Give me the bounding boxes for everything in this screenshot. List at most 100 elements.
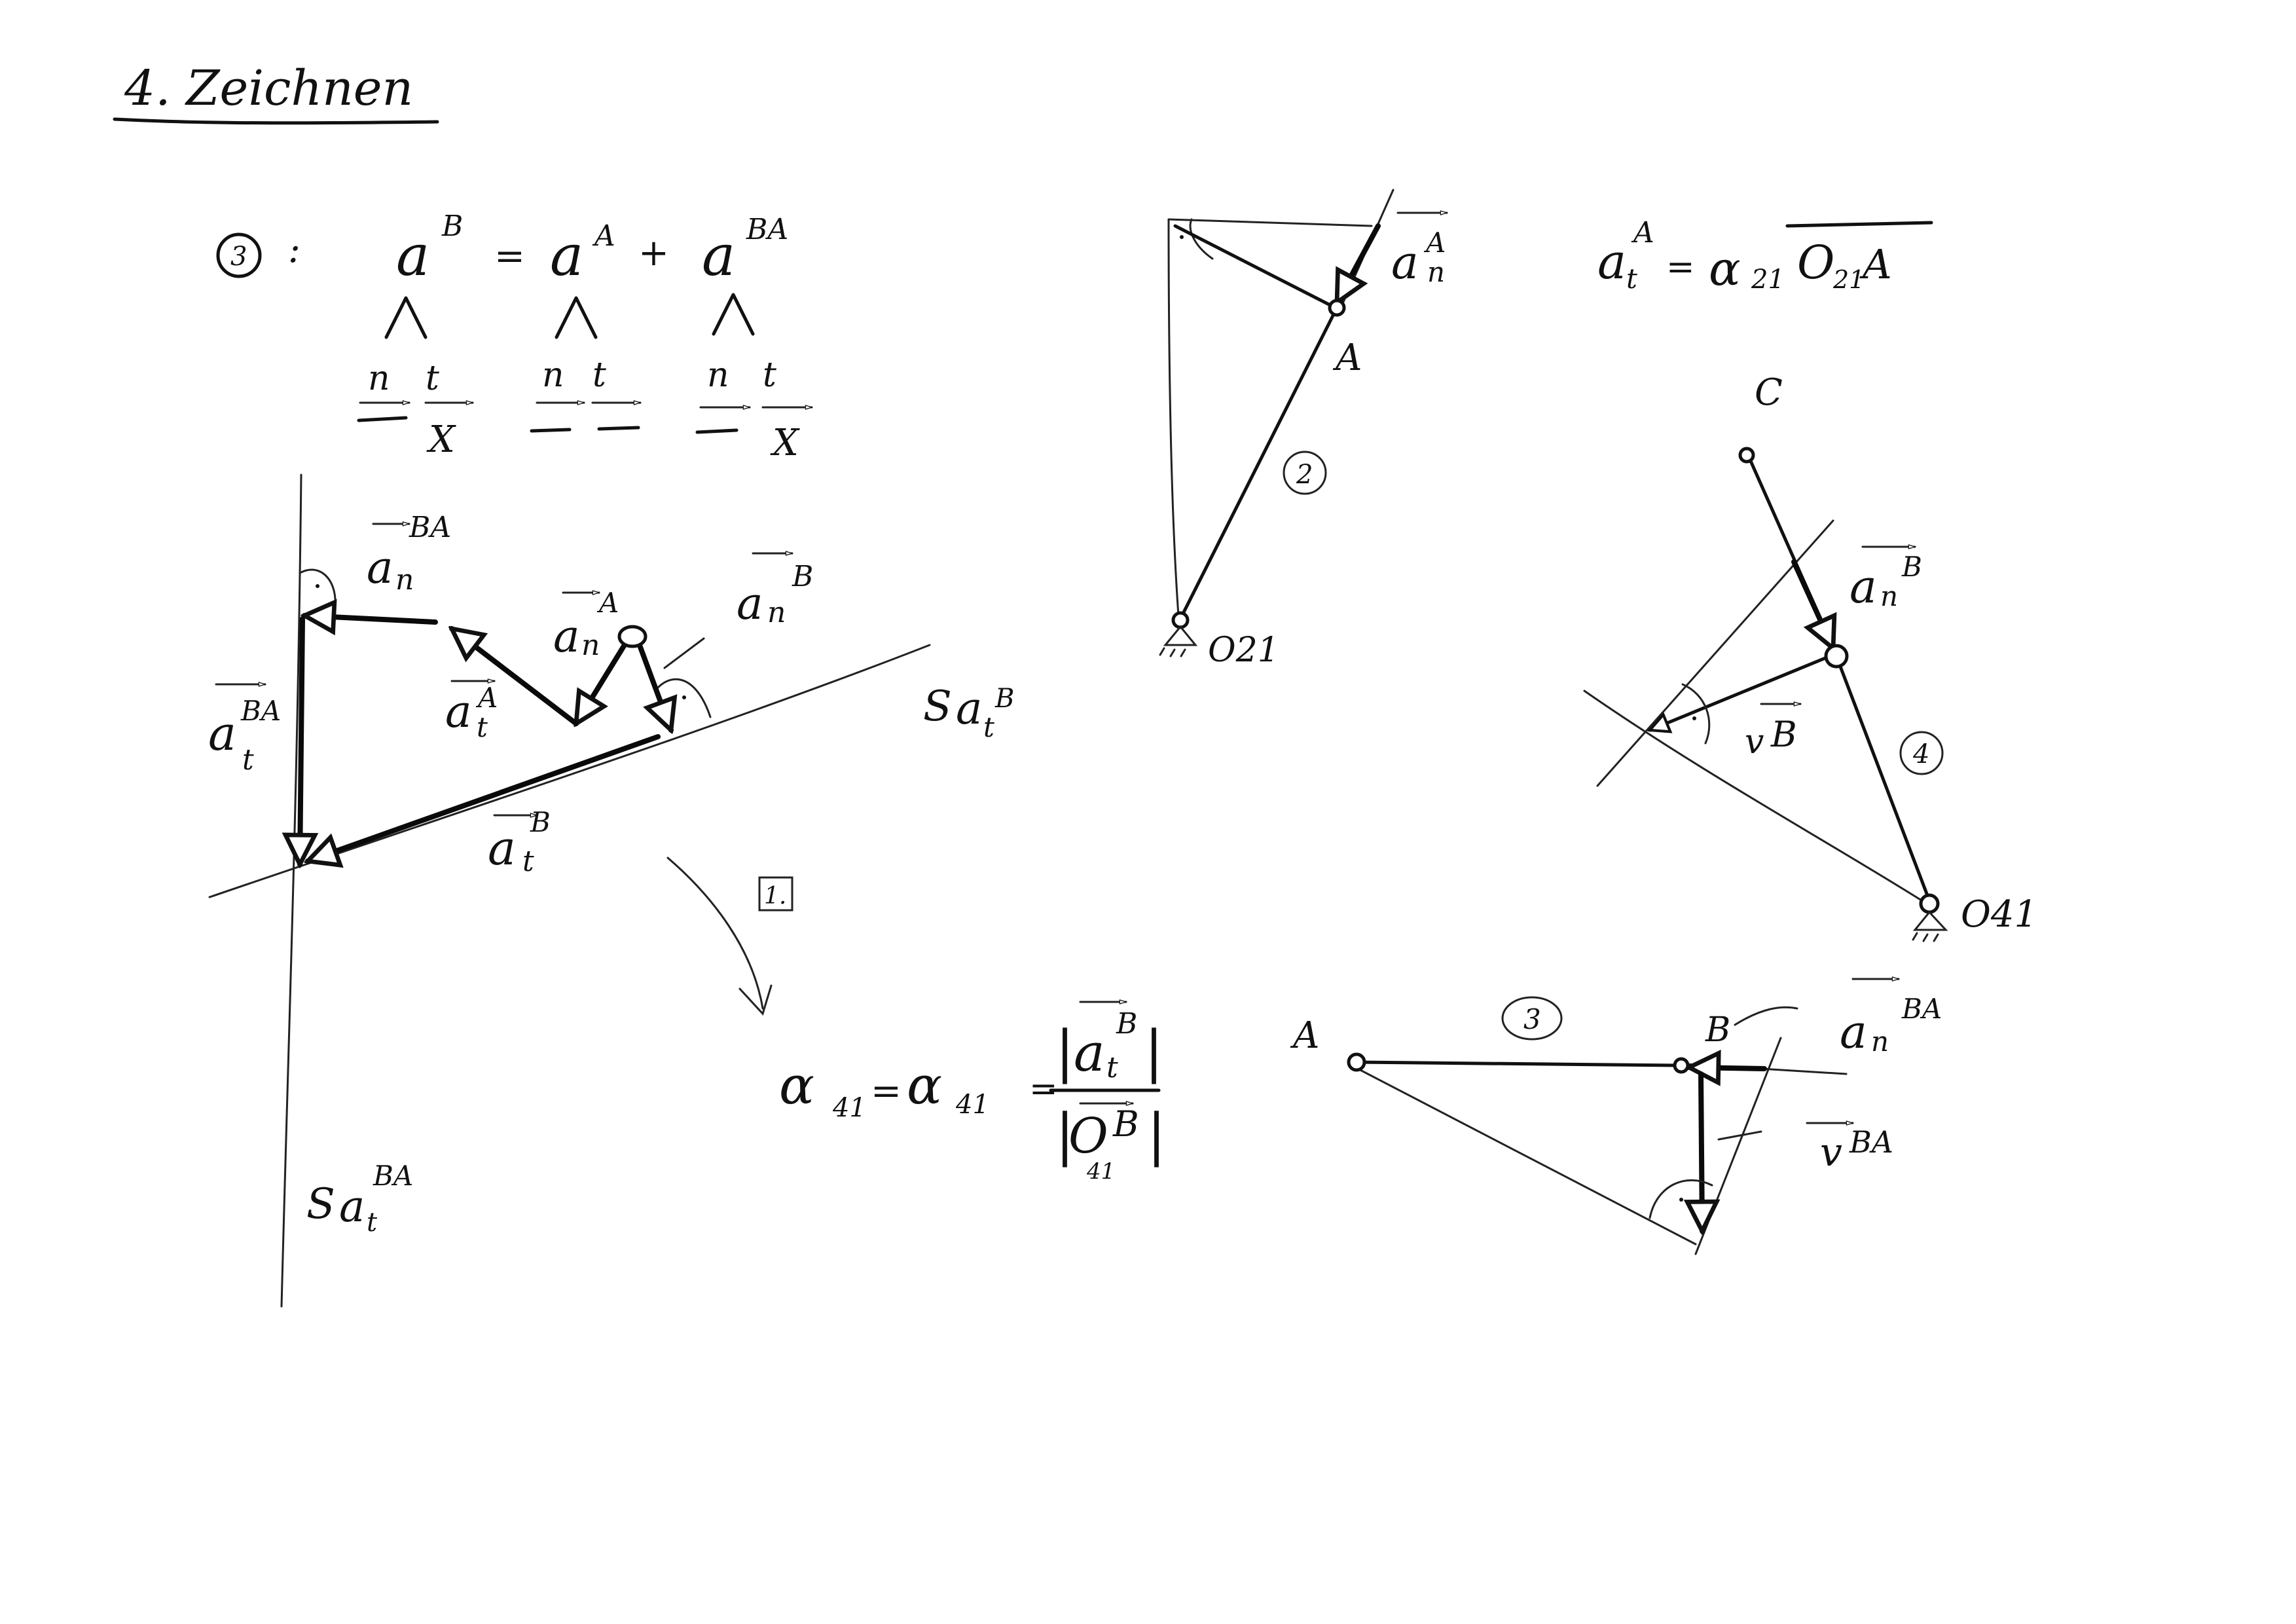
link4-right-angle-dot xyxy=(1692,716,1696,720)
link2-top-construction xyxy=(1167,218,1373,227)
acceleration-polygon: BA a n BA a t A a n A a t B a n xyxy=(208,473,1014,1308)
link4-label-an-B: B a n xyxy=(1850,547,1922,614)
svg-text:21: 21 xyxy=(1751,265,1785,295)
vector-at-B xyxy=(308,734,661,861)
svg-text:t: t xyxy=(1626,263,1637,295)
wedge-1 xyxy=(384,296,428,339)
unknown-x-2: X xyxy=(770,422,800,464)
equation-block: 3 : a B = a A + a BA n t n t n t xyxy=(216,210,813,464)
svg-text:|: | xyxy=(1147,1102,1166,1168)
right-angle-top xyxy=(299,568,337,600)
link4-label-O41: O41 xyxy=(1961,893,2037,936)
svg-text:41: 41 xyxy=(832,1093,866,1123)
step-1-arrowhead xyxy=(738,984,773,1016)
link-4-diagram: C O41 4 B a n v B xyxy=(1583,371,2037,942)
comp-n-1: n xyxy=(368,359,390,398)
label-s-at-B: S a t B xyxy=(923,682,1014,743)
comp-t-3: t xyxy=(763,356,776,395)
label-an-BA: BA a n xyxy=(367,511,451,597)
link2-an-A-arrow xyxy=(1334,223,1381,303)
link3-label-an-BA: BA a n xyxy=(1840,979,1942,1059)
svg-text:BA: BA xyxy=(1901,993,1942,1025)
svg-text:|: | xyxy=(1144,1019,1163,1084)
svg-text:a: a xyxy=(1850,560,1877,614)
nt-vector-marks xyxy=(359,403,813,407)
svg-text:a: a xyxy=(488,821,516,876)
link4-right-angle xyxy=(1681,683,1711,745)
link3-number-circle xyxy=(1501,996,1563,1041)
svg-text:A: A xyxy=(1859,240,1892,288)
svg-text:t: t xyxy=(477,711,488,743)
link-3-diagram: A B 3 BA a n v BA xyxy=(1290,979,1942,1255)
term-aBA-sup: BA xyxy=(746,213,788,246)
svg-text:41: 41 xyxy=(955,1090,989,1120)
link2-number: 2 xyxy=(1296,460,1313,490)
svg-text:t: t xyxy=(983,711,994,743)
right-angle-top-dot xyxy=(316,584,319,588)
segment-overline xyxy=(1785,221,1933,228)
svg-text:n: n xyxy=(1880,580,1898,612)
svg-text:a: a xyxy=(1074,1022,1105,1083)
link2-right-angle xyxy=(1189,218,1214,260)
link4-perpendicular-line xyxy=(1583,690,1923,902)
unknown-x-1: X xyxy=(426,418,456,461)
line-s-at-BA xyxy=(280,473,302,1308)
svg-text:B: B xyxy=(530,806,551,838)
comp-n-3: n xyxy=(707,356,729,395)
link3-number: 3 xyxy=(1523,1003,1541,1035)
link4-v-B-arrow xyxy=(1650,653,1835,730)
svg-text:v: v xyxy=(1820,1130,1842,1175)
equation-colon: : xyxy=(288,229,301,271)
svg-text:A: A xyxy=(1631,216,1654,249)
vector-at-BA xyxy=(300,616,302,864)
step-1-box xyxy=(758,876,793,912)
link3-v-BA-arrow xyxy=(1701,1071,1702,1231)
link3-an-BA-arrow xyxy=(1689,1067,1767,1069)
term-aB-sup: B xyxy=(441,210,463,243)
svg-text:S: S xyxy=(306,1180,335,1228)
svg-text:O: O xyxy=(1068,1108,1108,1164)
step-1-label: 1. xyxy=(764,883,786,910)
link2-label-an-A: A a n xyxy=(1391,213,1448,289)
operator-equals: = xyxy=(494,235,525,278)
link3-label-v-BA: v BA xyxy=(1806,1123,1893,1175)
svg-text:a: a xyxy=(1840,1005,1867,1059)
svg-text:α: α xyxy=(907,1055,942,1116)
svg-text:t: t xyxy=(522,845,534,878)
link3-bar xyxy=(1353,1060,1681,1067)
term-aA-sup: A xyxy=(592,219,615,253)
svg-text:41: 41 xyxy=(1086,1158,1115,1185)
label-at-A: A a t xyxy=(445,681,498,743)
link2-ground-hatch xyxy=(1159,647,1186,657)
link4-label-v-B: v B xyxy=(1745,704,1802,762)
step-1-group: 1. xyxy=(666,857,793,1016)
svg-text:n: n xyxy=(767,596,786,629)
term-aBA-base: a xyxy=(702,223,735,289)
svg-text:B: B xyxy=(1770,714,1797,755)
right-angle-mid xyxy=(657,678,712,718)
title-underline xyxy=(113,117,439,125)
equation-number-circle xyxy=(216,232,262,278)
link2-ground-support xyxy=(1163,625,1198,646)
svg-text:n: n xyxy=(395,563,414,597)
label-s-at-BA: S a t BA xyxy=(306,1160,413,1238)
at-A-formula: a t A = α 21 O 21 A xyxy=(1597,216,1933,296)
link4-node-C xyxy=(1738,447,1755,464)
svg-text:a: a xyxy=(445,686,472,738)
link4-tangent-line xyxy=(1596,519,1834,787)
alpha-formula: α 41 = α 41 = | a t B | | O 41 B | xyxy=(779,1002,1166,1185)
svg-text:A: A xyxy=(1423,227,1446,259)
svg-text:BA: BA xyxy=(409,511,451,544)
label-at-BA: BA a t xyxy=(208,684,281,777)
link4-bar-lower xyxy=(1836,659,1932,904)
svg-text:a: a xyxy=(1597,234,1626,290)
step-1-curved-arrow xyxy=(666,857,764,1010)
link3-right-angle xyxy=(1649,1179,1713,1219)
pole-point xyxy=(617,625,647,648)
svg-text:B: B xyxy=(994,684,1014,714)
link3-leader-an-BA xyxy=(1734,1006,1798,1026)
link3-leader-v-BA xyxy=(1717,1130,1762,1141)
svg-text:t: t xyxy=(1106,1051,1118,1084)
link3-node-B xyxy=(1673,1057,1690,1074)
link3-label-A: A xyxy=(1290,1014,1319,1057)
